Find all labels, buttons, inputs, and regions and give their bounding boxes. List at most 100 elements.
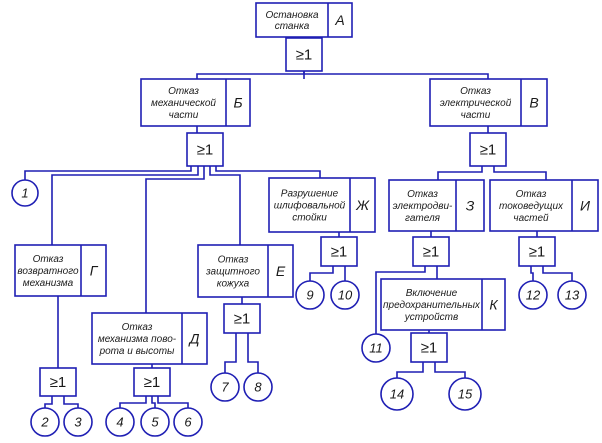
event-letter: Д <box>188 331 200 347</box>
connector-gateK-leaf14 <box>396 362 424 378</box>
event-box <box>91 312 208 365</box>
event-label-line: предохранительных <box>383 300 481 311</box>
basic-event-number: 2 <box>40 415 49 430</box>
event-letter: В <box>529 95 538 111</box>
basic-event-circle <box>210 372 240 402</box>
or-gate-a: ≥1 <box>285 37 323 72</box>
basic-event-4: 4 <box>105 407 135 437</box>
basic-event-7: 7 <box>210 372 240 402</box>
event-label-line: стойки <box>292 213 327 224</box>
event-letter: Г <box>90 263 99 279</box>
connector-gateB-eventG <box>51 166 199 245</box>
basic-event-circle <box>557 280 587 310</box>
event-label-line: механизма пово- <box>98 334 177 345</box>
event-box <box>197 244 294 298</box>
basic-event-number: 12 <box>526 288 541 303</box>
connector-gateE-leaf8 <box>247 333 259 373</box>
connector-gateZh-leaf9 <box>309 266 334 281</box>
connector-gateE-leaf7 <box>224 333 237 373</box>
gate-symbol: ≥1 <box>50 374 67 391</box>
event-letter: Е <box>276 263 286 279</box>
basic-event-circle <box>63 407 93 437</box>
gate-symbol: ≥1 <box>529 244 546 261</box>
event-label-line: гателя <box>405 213 441 224</box>
basic-event-5: 5 <box>140 407 170 437</box>
basic-event-number: 11 <box>369 341 383 356</box>
basic-event-number: 14 <box>390 387 404 402</box>
event-letter: А <box>334 12 344 28</box>
basic-event-9: 9 <box>295 280 325 310</box>
basic-event-number: 1 <box>21 186 28 201</box>
gate-symbol: ≥1 <box>421 340 438 357</box>
basic-event-12: 12 <box>518 280 548 310</box>
gate-box <box>186 132 224 167</box>
event-box <box>429 78 548 127</box>
basic-event-3: 3 <box>63 407 93 437</box>
basic-event-number: 3 <box>74 415 82 430</box>
basic-event-14: 14 <box>380 377 414 411</box>
basic-event-circle <box>11 179 39 207</box>
event-label-line: электродви- <box>393 201 453 212</box>
event-label-line: Отказ <box>33 254 64 265</box>
basic-event-circle <box>105 407 135 437</box>
basic-event-number: 4 <box>116 415 123 430</box>
connector-gateB-eventE <box>209 166 241 245</box>
event-label-line: шлифовальной <box>274 200 346 212</box>
basic-event-10: 10 <box>330 280 360 310</box>
event-label-line: кожуха <box>217 279 250 290</box>
or-gate-zh: ≥1 <box>320 236 358 267</box>
connector-gateA-eventV <box>304 73 489 79</box>
or-gate-v: ≥1 <box>469 132 507 167</box>
or-gate-g: ≥1 <box>39 367 77 397</box>
connector-gateD-leaf4 <box>119 396 147 408</box>
basic-event-circle <box>140 407 170 437</box>
gate-box <box>285 37 323 72</box>
event-letter: Б <box>233 95 242 111</box>
basic-event-8: 8 <box>243 372 273 402</box>
event-label-line: устройств <box>404 312 458 323</box>
event-box <box>255 2 353 38</box>
connector-gateG-leaf3 <box>63 396 79 408</box>
connector-gateI-leaf12 <box>530 266 534 281</box>
event-label-line: токоведущих <box>499 201 564 212</box>
connector-gateA-eventB <box>196 71 305 79</box>
gate-box <box>223 303 261 334</box>
gate-symbol: ≥1 <box>331 244 348 261</box>
basic-event-circle <box>243 372 273 402</box>
event-label-line: Отказ <box>516 189 547 200</box>
basic-event-circle <box>295 280 325 310</box>
event-label-line: Остановка <box>265 10 319 21</box>
event-box <box>388 179 485 232</box>
connector-gateG-leaf2 <box>44 396 53 408</box>
gate-symbol: ≥1 <box>144 374 161 391</box>
connector-gateB-leaf1 <box>24 166 192 180</box>
event-label-line: Отказ <box>122 322 153 333</box>
event-label-line: Разрушение <box>281 189 339 200</box>
basic-event-number: 6 <box>184 415 192 430</box>
event-box <box>380 278 506 331</box>
event-label-line: части <box>461 110 491 121</box>
event-label-line: механизма <box>23 278 74 289</box>
event-letter: З <box>466 198 475 214</box>
gate-box <box>133 367 171 397</box>
event-label-line: Отказ <box>460 86 491 97</box>
event-box <box>268 177 376 233</box>
basic-event-number: 9 <box>306 288 313 303</box>
or-gate-b: ≥1 <box>186 132 224 167</box>
basic-event-number: 13 <box>565 288 580 303</box>
gate-box <box>469 132 507 167</box>
event-letter: И <box>580 198 591 214</box>
connector-gateI-leaf13 <box>542 266 573 281</box>
connector-gateB-eventZh <box>215 166 321 178</box>
gate-box <box>39 367 77 397</box>
basic-event-number: 7 <box>221 380 229 395</box>
